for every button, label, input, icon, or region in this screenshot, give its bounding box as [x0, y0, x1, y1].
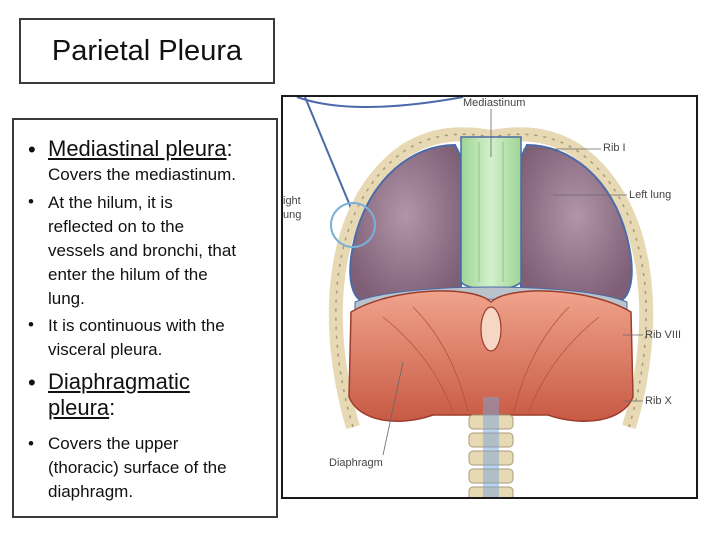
- label-diaphragm: Diaphragm: [329, 457, 383, 469]
- diaphragmatic-heading-line-1: Diaphragmatic: [48, 369, 190, 394]
- slide-title: Parietal Pleura: [19, 18, 275, 84]
- vertebral-column: [468, 397, 514, 497]
- callout-arc: [296, 97, 464, 108]
- mediastinal-point-2-line-1: At the hilum, it is: [48, 193, 173, 212]
- mediastinal-point-1: Covers the mediastinum.: [48, 165, 237, 184]
- diaphragmatic-point-line-2: (thoracic) surface of the: [48, 458, 227, 477]
- bullet: •: [28, 434, 34, 453]
- label-rib8: Rib VIII: [645, 329, 682, 341]
- mediastinal-colon: :: [226, 136, 233, 161]
- label-mediastinum: Mediastinum: [463, 97, 526, 109]
- diaphragmatic-point-line-3: diaphragm.: [48, 482, 134, 501]
- mediastinal-point-2-line-4: enter the hilum of the: [48, 265, 208, 284]
- diaphragm: [348, 290, 634, 422]
- mediastinal-point-2-line-3: vessels and bronchi, that: [48, 241, 237, 260]
- bullet: •: [28, 192, 34, 211]
- muscle-fiber: [513, 306, 570, 413]
- label-left-lung: Left lung: [629, 189, 672, 201]
- mediastinal-heading-text: Mediastinal pleura: [48, 136, 227, 161]
- diaphragmatic-colon: :: [109, 395, 116, 420]
- bullet: •: [28, 137, 36, 162]
- callout-line: [304, 97, 359, 226]
- content-box: • Mediastinal pleura: Covers the mediast…: [12, 118, 278, 518]
- bullet: •: [28, 370, 36, 395]
- mediastinal-point-3-line-1: It is continuous with the: [48, 316, 225, 335]
- right-lung: [349, 143, 462, 304]
- muscle-fiber: [528, 316, 600, 413]
- slide-title-text: Parietal Pleura: [51, 34, 243, 67]
- mediastinal-point-2-line-2: reflected on to the: [48, 217, 185, 236]
- label-rib10: Rib X: [645, 395, 672, 407]
- esophageal-hiatus: [480, 306, 502, 352]
- left-lung: [520, 143, 633, 304]
- mediastinal-point-3-line-2: visceral pleura.: [48, 340, 163, 359]
- label-right: ight: [283, 195, 301, 207]
- muscle-fiber: [412, 306, 469, 413]
- zoom-circle: [330, 202, 376, 248]
- muscle-fiber: [382, 316, 454, 413]
- diaphragmatic-heading-line-2: pleura:: [48, 395, 115, 420]
- label-rib1: Rib I: [603, 142, 626, 154]
- diaphragmatic-heading-text-1: Diaphragmatic: [48, 369, 190, 394]
- diaphragmatic-heading-text-2: pleura: [48, 395, 110, 420]
- mediastinal-heading: Mediastinal pleura:: [48, 136, 233, 161]
- leader-diaphragm: [382, 361, 404, 456]
- thorax-drawing: [296, 97, 654, 497]
- label-lung: ung: [283, 209, 302, 221]
- bullet: •: [28, 315, 34, 334]
- mediastinum: [460, 136, 522, 291]
- diaphragmatic-point-line-1: Covers the upper: [48, 434, 179, 453]
- pleura-illustration: Mediastinum Rib I Left lung ight ung Rib…: [281, 95, 698, 499]
- mediastinal-point-2-line-5: lung.: [48, 289, 85, 308]
